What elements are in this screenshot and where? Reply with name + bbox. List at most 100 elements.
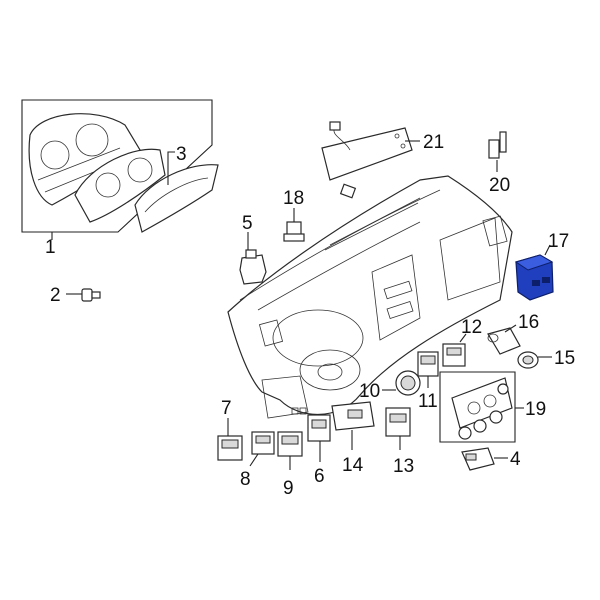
callout-12: 12	[461, 317, 482, 338]
part-14-button	[347, 409, 363, 419]
dash-defrost-line	[257, 221, 421, 311]
glove-box	[439, 217, 501, 301]
callout-19: 19	[525, 399, 546, 420]
callout-8: 8	[240, 469, 251, 490]
part-4-switch	[461, 447, 495, 471]
part-14-switch	[331, 401, 375, 431]
callout-18: 18	[283, 188, 304, 209]
leader-17	[544, 244, 551, 256]
screw-part	[81, 288, 101, 302]
leader-8	[249, 453, 259, 467]
cluster-lens	[134, 164, 219, 233]
dash-switch-slot-1	[291, 407, 299, 415]
callout-16: 16	[518, 312, 539, 333]
part-19-group-box	[439, 371, 516, 443]
part-20-body	[488, 139, 500, 159]
part-19-dial-1	[467, 401, 481, 415]
part-19-knob-4	[497, 383, 509, 395]
part-21-module	[321, 121, 413, 199]
callout-5: 5	[242, 213, 253, 234]
callout-6: 6	[314, 466, 325, 487]
part-15-center	[522, 355, 534, 365]
part-8-button	[255, 435, 271, 444]
part-17-highlighted-switch	[514, 254, 554, 301]
callout-21: 21	[423, 132, 444, 153]
part-18-connector	[283, 221, 305, 242]
callout-1: 1	[45, 237, 56, 258]
right-vent	[482, 215, 508, 247]
part-17-port-2	[542, 277, 550, 283]
callout-2: 2	[50, 285, 61, 306]
dash-vent-slot-2	[324, 202, 419, 251]
dash-outline	[227, 175, 513, 416]
callout-3: 3	[176, 144, 187, 165]
callout-14: 14	[342, 455, 364, 476]
part-17-top	[514, 254, 554, 271]
part-19-faceplate	[451, 377, 513, 429]
part-19-knob-1	[458, 426, 472, 440]
part-21-led-2	[400, 143, 406, 149]
center-stack-hvac	[386, 301, 414, 319]
callout-11: 11	[418, 391, 438, 412]
part-21-board	[321, 127, 413, 181]
part-5-body	[239, 254, 267, 285]
center-stack-radio	[383, 280, 413, 300]
part-13-switch	[385, 407, 411, 437]
screw-head	[81, 288, 93, 302]
lens-reflection	[144, 177, 209, 213]
leader-12	[459, 333, 467, 343]
instrument-cluster-group	[21, 99, 219, 233]
part-19-dial-2	[483, 394, 497, 408]
leader-3	[167, 151, 175, 185]
part-21-led-1	[394, 133, 400, 139]
part-4-button	[465, 453, 477, 461]
callout-13: 13	[393, 456, 414, 477]
part-11-switch	[417, 351, 439, 377]
part-9-switch	[277, 431, 303, 457]
center-stack	[371, 254, 421, 341]
part-6-button	[311, 419, 327, 429]
callout-4: 4	[510, 449, 521, 470]
callout-17: 17	[548, 231, 569, 252]
part-16-opening	[487, 333, 499, 343]
part-16-body	[487, 327, 521, 355]
part-16-socket	[487, 327, 521, 355]
gauge-hood	[272, 309, 364, 367]
steering-wheel-outline	[299, 349, 361, 391]
part-19-climate-panel	[439, 371, 516, 443]
part-9-button	[281, 435, 299, 445]
part-5-tab	[245, 249, 257, 259]
part-17-port-1	[532, 280, 540, 286]
callout-7: 7	[221, 398, 232, 419]
callout-9: 9	[283, 478, 294, 499]
screw-shank	[91, 291, 101, 299]
part-19-knob-2	[473, 419, 487, 433]
part-19-knob-3	[489, 410, 503, 424]
instrument-panel	[227, 175, 513, 419]
part-18-base	[283, 233, 305, 242]
part-15-cap	[517, 351, 539, 369]
part-21-plug	[329, 121, 341, 131]
part-7-switch	[217, 435, 243, 461]
part-10-inner	[400, 375, 416, 391]
callout-10: 10	[359, 381, 380, 402]
dash-top-edge	[239, 189, 441, 301]
part-13-button	[389, 413, 407, 423]
leader-16	[504, 324, 517, 333]
part-12-button	[446, 347, 462, 356]
callout-20: 20	[489, 175, 510, 196]
part-8-switch	[251, 431, 275, 455]
meter-dial-right	[127, 157, 153, 183]
meter-dial-left	[95, 172, 121, 198]
part-21-clip	[339, 183, 357, 199]
part-7-button	[221, 439, 239, 449]
cluster-gauge-left	[40, 140, 70, 170]
part-5-switch	[239, 249, 267, 285]
dash-switch-slot-2	[299, 407, 307, 415]
part-20-sensor	[488, 131, 507, 159]
part-6-switch	[307, 414, 331, 442]
part-10-knob	[395, 370, 421, 396]
left-vent	[258, 319, 284, 347]
